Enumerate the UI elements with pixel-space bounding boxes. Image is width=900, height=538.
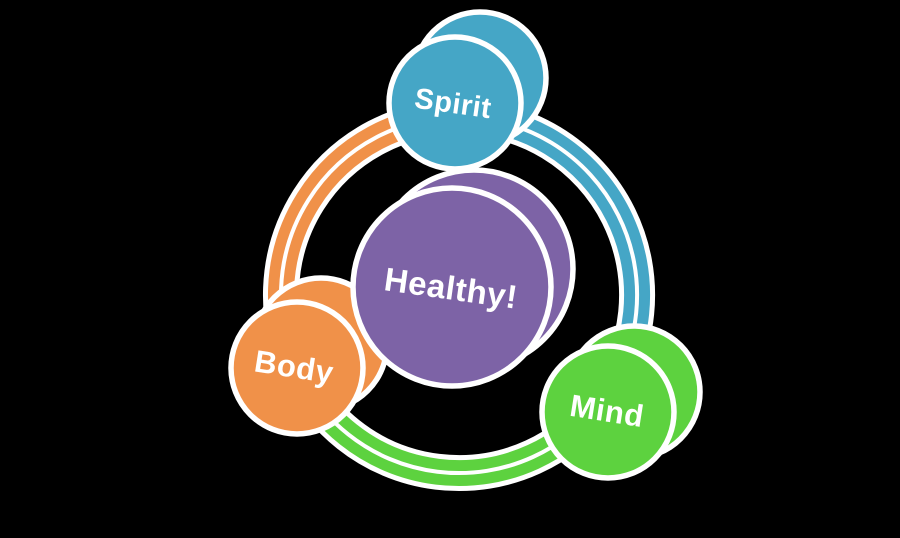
node-healthy-center: Healthy! [350, 167, 576, 389]
node-spirit: Spirit [386, 9, 549, 172]
healthy-front-circle [350, 185, 554, 389]
mind-front-circle [539, 343, 677, 481]
node-mind: Mind [539, 323, 703, 481]
spirit-front-circle [386, 34, 524, 172]
body-front-circle [228, 299, 366, 437]
